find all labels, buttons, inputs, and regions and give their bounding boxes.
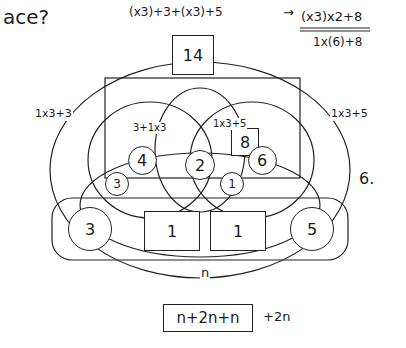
number-circle: 2 [185, 150, 215, 180]
node-text: 2 [195, 156, 205, 175]
node-text: 4 [137, 151, 147, 170]
node-text: 1 [233, 222, 243, 241]
number-circle: 6 [248, 146, 277, 175]
handwritten-note: (x3)x2+8 [300, 10, 363, 25]
node-text: 14 [183, 46, 203, 65]
handwritten-note: 1x3+5 [330, 108, 369, 121]
node-text: 6 [257, 151, 267, 170]
underline [300, 30, 370, 31]
sketch-ellipse [50, 62, 350, 278]
node-text: 1 [167, 222, 177, 241]
node-text: 1 [228, 177, 236, 191]
sketch-ellipse [80, 153, 320, 257]
number-box: n+2n+n [163, 304, 253, 332]
number-circle: 1 [220, 172, 244, 196]
number-circle: 3 [68, 207, 112, 251]
number-circle: 3 [105, 172, 129, 196]
handwritten-note: +2n [262, 310, 291, 325]
handwritten-note: → [282, 6, 295, 21]
node-text: 5 [307, 220, 317, 239]
bottom-band [52, 198, 348, 260]
number-circle: 4 [128, 146, 157, 175]
underline [300, 27, 370, 28]
handwritten-note: 6. [358, 170, 375, 188]
number-circle: 5 [290, 207, 334, 251]
handwritten-note: (x3)+3+(x3)+5 [128, 6, 224, 20]
handwritten-note: 1x3+3 [34, 108, 73, 121]
handwritten-note: 1x3+5 [212, 118, 247, 130]
handwritten-note: 1x(6)+8 [312, 36, 363, 50]
number-box: 1 [210, 211, 266, 251]
node-text: 8 [240, 133, 250, 152]
node-text: n+2n+n [176, 309, 239, 327]
node-text: 3 [85, 220, 95, 239]
number-box: 14 [172, 35, 214, 75]
handwritten-note: n [200, 266, 210, 281]
handwritten-note: ace? [2, 6, 50, 29]
number-box: 1 [144, 211, 200, 251]
handwritten-note: 3+1x3 [132, 122, 167, 134]
node-text: 3 [113, 177, 121, 191]
